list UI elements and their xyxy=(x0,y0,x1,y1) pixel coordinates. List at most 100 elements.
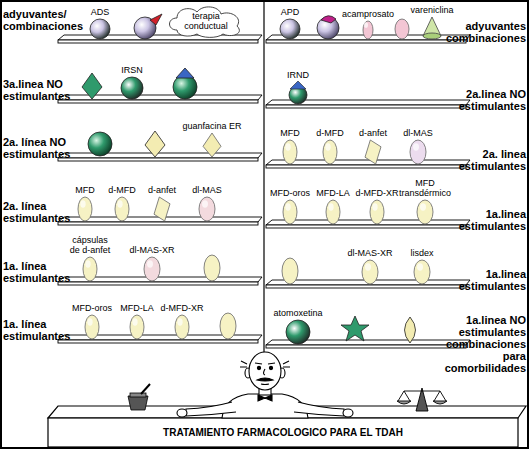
pill-shape xyxy=(325,199,341,225)
pill-label: cápsulas de d-anfet xyxy=(67,235,113,255)
pill-shape xyxy=(364,139,382,165)
pill-node: d-MFD-XR xyxy=(158,303,206,340)
pill-label: d-anfet xyxy=(142,185,182,195)
shelf-label: 1a.linea estimulantes xyxy=(440,208,526,232)
cloud-text: terapia conductual xyxy=(177,11,235,31)
pill-shape xyxy=(362,20,374,40)
pill-shape xyxy=(416,199,434,225)
pill-shape xyxy=(282,199,298,225)
pill-node: cápsulas de d-anfet xyxy=(67,235,113,282)
shelf-label: adyuvantes combinaciones xyxy=(440,20,526,44)
pill-shape xyxy=(285,319,311,345)
pill-node: d-MFD xyxy=(104,185,140,222)
pill-shape xyxy=(77,196,93,222)
pill-label: dl-MAS-XR xyxy=(124,245,180,255)
pill-shape xyxy=(89,18,111,40)
pill-label: MFD-LA xyxy=(312,188,354,198)
pill-node: APD xyxy=(273,7,307,40)
pill-label: dl-MAS xyxy=(398,128,438,138)
shelf-label: 2a. línea NO estimulantes xyxy=(3,136,87,160)
pill-node: d-MFD xyxy=(312,128,348,165)
doctor-figure xyxy=(177,352,353,418)
pill-node: MFD-LA xyxy=(116,303,158,340)
pill-label: d-MFD xyxy=(104,185,140,195)
shelf-label: 2a.linea NO estimulantes xyxy=(440,88,526,112)
pill-node: d-anfet xyxy=(142,185,182,222)
divider xyxy=(263,2,264,352)
scale xyxy=(397,388,447,411)
shelves xyxy=(58,35,470,348)
pill-shape xyxy=(153,196,171,222)
desk-title: TRATAMIENTO FARMACOLOGICO PARA EL TDAH xyxy=(48,427,518,439)
pill-node: dl-MAS xyxy=(187,185,227,222)
shelf-label: 2a. línea estimulantes xyxy=(3,200,87,224)
pill-node: d-MFD-XR xyxy=(353,188,401,225)
pill-label: vareniclina xyxy=(405,5,459,15)
pill-shape xyxy=(84,314,100,340)
pill-shape xyxy=(120,76,144,100)
pill-node: ADS xyxy=(83,7,117,40)
pill-shape xyxy=(202,132,222,158)
pill-label: ADS xyxy=(83,7,117,17)
shelf-label: 1a.linea NO estimulantes combinaciones p… xyxy=(440,314,526,374)
pill-label: IRSN xyxy=(112,65,152,75)
pill-node: lisdex xyxy=(402,248,442,285)
pill-label: MFD-oros xyxy=(69,303,115,313)
pill-shape xyxy=(114,196,130,222)
pill-shape xyxy=(422,16,442,40)
pill-node: MFD-oros xyxy=(267,188,313,225)
pill-label: atomoxetina xyxy=(267,308,329,318)
pill-label: d-MFD xyxy=(312,128,348,138)
pill-shape xyxy=(279,18,301,40)
pill-label: d-MFD-XR xyxy=(158,303,206,313)
shelf-label: adyuvantes/ combinaciones xyxy=(3,8,87,32)
pill-node: d-anfet xyxy=(353,128,393,165)
pill-node: dl-MAS-XR xyxy=(124,245,180,282)
pill-node: dl-MAS-XR xyxy=(342,248,398,285)
pill-label: APD xyxy=(273,7,307,17)
shelf-label: 3a.linea NO estimulantes xyxy=(3,78,87,102)
shelf-label: 1a.linea estimulantes xyxy=(440,268,526,292)
pill-label: guanfacina ER xyxy=(181,121,243,131)
pill-node: MFD transdérmico xyxy=(397,178,453,225)
pill-label: MFD xyxy=(70,185,100,195)
pill-shape xyxy=(361,259,379,285)
pill-node: IRSN xyxy=(112,65,152,100)
pill-shape xyxy=(413,259,431,285)
pill-label: MFD xyxy=(275,128,305,138)
pill-shape xyxy=(82,256,98,282)
shelf-label: 1a. línea estimulantes xyxy=(3,318,87,342)
pill-shape xyxy=(143,256,161,282)
pill-label: acamprosato xyxy=(338,9,398,19)
shelf-label: 1a. línea estimulantes xyxy=(3,260,87,284)
unlabeled-pills xyxy=(82,14,416,343)
pill-label: d-MFD-XR xyxy=(353,188,401,198)
pill-shape xyxy=(286,81,310,105)
pill-node: dl-MAS xyxy=(398,128,438,165)
pill-label: dl-MAS-XR xyxy=(342,248,398,258)
pill-node: IRND xyxy=(280,70,316,105)
pill-shape xyxy=(369,199,385,225)
cloud-node: terapia conductual xyxy=(165,4,245,38)
pill-node: MFD xyxy=(275,128,305,165)
pill-shape xyxy=(282,139,298,165)
pill-shape xyxy=(174,314,190,340)
pill-node: atomoxetina xyxy=(267,308,329,345)
pill-node: MFD xyxy=(70,185,100,222)
pill-shape xyxy=(409,139,427,165)
pill-node: acamprosato xyxy=(338,9,398,40)
pill-label: lisdex xyxy=(402,248,442,258)
pill-label: d-anfet xyxy=(353,128,393,138)
pill-label: MFD-oros xyxy=(267,188,313,198)
pill-node: MFD-LA xyxy=(312,188,354,225)
pill-shape xyxy=(322,139,338,165)
pill-label: MFD-LA xyxy=(116,303,158,313)
pill-shape xyxy=(129,314,145,340)
mortar xyxy=(128,384,150,410)
pill-label: IRND xyxy=(280,70,316,80)
shelf-label: 2a. linea estimulantes xyxy=(440,148,526,172)
pill-shape xyxy=(198,196,216,222)
